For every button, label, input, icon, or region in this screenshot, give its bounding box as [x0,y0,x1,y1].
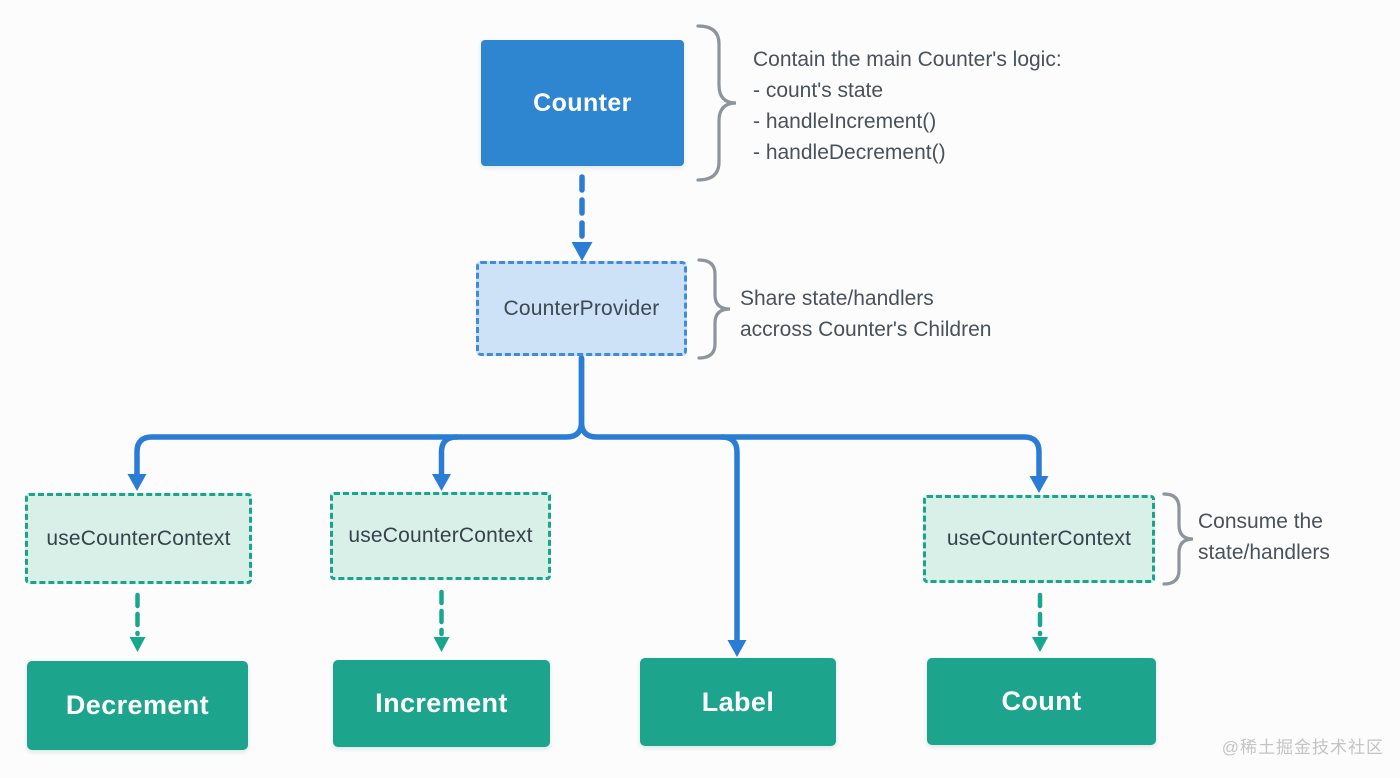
node-use-counter-context-3-label: useCounterContext [946,527,1132,550]
watermark: @稀土掘金技术社区 [1221,738,1384,757]
annotation-consume: Consume the state/handlers [1198,506,1330,568]
brace-provider [697,258,731,360]
branch-drop-hook2 [438,434,460,478]
branch-right [578,355,1042,480]
node-use-counter-context-1-label: useCounterContext [46,526,231,550]
arrow-counter-to-provider [571,174,593,261]
node-use-counter-context-2-label: useCounterContext [348,524,533,547]
arrowhead-icon [127,474,147,491]
node-counter: Counter [481,40,684,166]
arrow-hook3-to-count [1032,592,1048,652]
arrow-hook2-to-increment [433,589,450,652]
branch-left [134,355,585,478]
node-increment: Increment [333,660,550,747]
annotation-line: accross Counter's Children [740,318,992,341]
node-counter-label: Counter [533,88,632,117]
node-counter-provider: CounterProvider [476,261,687,356]
brace-consume [1162,492,1194,586]
brace-counter [696,24,737,182]
arrowhead-icon [432,474,451,491]
node-use-counter-context-1: useCounterContext [25,493,252,584]
annotation-share-state: Share state/handlers accross Counter's C… [740,283,991,345]
node-count: Count [927,658,1156,745]
arrowhead-icon [1032,637,1048,652]
node-counter-provider-label: CounterProvider [503,296,660,320]
arrowhead-icon [571,242,593,261]
arrowhead-icon [727,640,747,657]
annotation-line: Consume the [1198,510,1323,533]
arrow-hook1-to-decrement [129,592,146,652]
arrowhead-icon [129,637,146,652]
annotation-counter-logic: Contain the main Counter's logic: - coun… [753,44,1062,168]
node-use-counter-context-3: useCounterContext [923,495,1155,583]
annotation-line: state/handlers [1198,541,1330,564]
annotation-line: - count's state [753,79,884,102]
node-label-label: Label [701,686,775,717]
branch-drop-label [718,434,740,644]
arrowhead-icon [1029,476,1049,493]
node-count-label: Count [1001,686,1082,716]
node-use-counter-context-2: useCounterContext [330,492,551,580]
node-label: Label [640,658,836,746]
arrowhead-icon [433,637,450,652]
annotation-line: - handleIncrement() [753,110,937,133]
node-increment-label: Increment [375,688,508,718]
connector-provider-to-children [127,355,1049,657]
node-decrement-label: Decrement [65,690,210,720]
annotation-line: - handleDecrement() [753,141,946,164]
annotation-line: Share state/handlers [740,287,934,310]
annotation-line: Contain the main Counter's logic: [753,48,1062,71]
node-decrement: Decrement [27,661,248,750]
